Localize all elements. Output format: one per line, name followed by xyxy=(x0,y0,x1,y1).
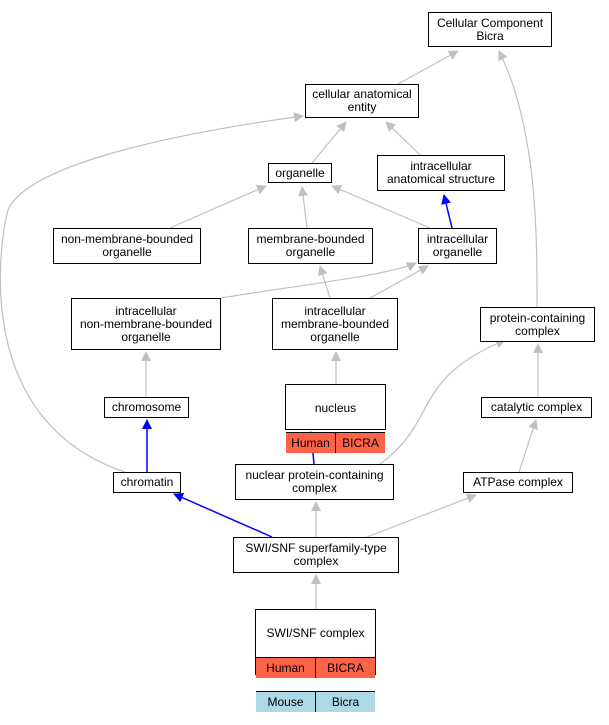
node-intracellular-non-membrane-bounded-organelle[interactable]: intracellular non-membrane-bounded organ… xyxy=(71,298,221,350)
edge-intracellular-membrane-bounded-organelle-to-intracellular-organelle xyxy=(369,265,429,299)
node-catalytic-complex[interactable]: catalytic complex xyxy=(481,397,592,418)
edge-intracellular-anatomical-structure-to-cellular-anatomical-entity xyxy=(385,121,421,156)
edge-swi-snf-superfamily-type-complex-to-atpase-complex xyxy=(366,493,477,538)
edge-protein-containing-complex-to-cellular-component xyxy=(498,50,538,308)
node-intracellular-membrane-bounded-organelle[interactable]: intracellular membrane-bounded organelle xyxy=(272,298,398,350)
node-intracellular-anatomical-structure[interactable]: intracellular anatomical structure xyxy=(377,155,505,191)
node-organelle[interactable]: organelle xyxy=(268,163,332,183)
edge-nuclear-protein-containing-complex-to-protein-containing-complex xyxy=(379,338,506,465)
swi-snf-species-human: Human xyxy=(256,658,315,678)
edge-intracellular-organelle-to-intracellular-anatomical-structure xyxy=(441,194,453,229)
node-chromatin[interactable]: chromatin xyxy=(113,472,181,493)
edge-chromatin-to-cellular-anatomical-entity xyxy=(0,112,304,473)
edge-cellular-anatomical-entity-to-cellular-component xyxy=(397,50,459,85)
swi-snf-gene-bicra-mouse: Bicra xyxy=(315,692,375,712)
node-non-membrane-bounded-organelle[interactable]: non-membrane-bounded organelle xyxy=(53,228,201,264)
nucleus-species-human: Human xyxy=(286,433,335,453)
edge-swi-snf-superfamily-type-complex-to-chromatin xyxy=(173,493,273,538)
node-nuclear-protein-containing-complex[interactable]: nuclear protein-containing complex xyxy=(235,464,394,500)
node-swi-snf-complex[interactable]: SWI/SNF complex Human BICRA Mouse Bicra xyxy=(255,609,376,712)
swi-snf-complex-label: SWI/SNF complex xyxy=(266,626,365,640)
node-membrane-bounded-organelle[interactable]: membrane-bounded organelle xyxy=(248,228,373,264)
swi-snf-species-mouse: Mouse xyxy=(256,692,315,712)
node-cellular-component[interactable]: Cellular Component Bicra xyxy=(428,12,552,47)
edge-membrane-bounded-organelle-to-organelle xyxy=(298,186,309,229)
swi-snf-gene-bicra-human: BICRA xyxy=(315,658,375,678)
node-atpase-complex[interactable]: ATPase complex xyxy=(463,472,573,493)
ontology-graph xyxy=(0,50,543,609)
node-nucleus[interactable]: nucleus Human BICRA xyxy=(285,384,386,453)
edge-intracellular-organelle-to-organelle xyxy=(331,184,431,229)
nucleus-label: nucleus xyxy=(314,401,357,415)
edge-organelle-to-cellular-anatomical-entity xyxy=(311,121,347,164)
edge-intracellular-non-membrane-bounded-organelle-to-intracellular-organelle xyxy=(220,262,417,299)
node-intracellular-organelle[interactable]: intracellular organelle xyxy=(418,228,497,264)
node-swi-snf-superfamily-type-complex[interactable]: SWI/SNF superfamily-type complex xyxy=(233,537,399,573)
node-cellular-anatomical-entity[interactable]: cellular anatomical entity xyxy=(305,84,419,118)
edge-atpase-complex-to-catalytic-complex xyxy=(518,419,538,473)
edge-intracellular-membrane-bounded-organelle-to-membrane-bounded-organelle xyxy=(317,265,331,299)
node-chromosome[interactable]: chromosome xyxy=(104,397,189,418)
node-protein-containing-complex[interactable]: protein-containing complex xyxy=(480,307,595,342)
nucleus-gene-bicra: BICRA xyxy=(335,433,385,453)
edge-non-membrane-bounded-organelle-to-organelle xyxy=(169,185,267,229)
